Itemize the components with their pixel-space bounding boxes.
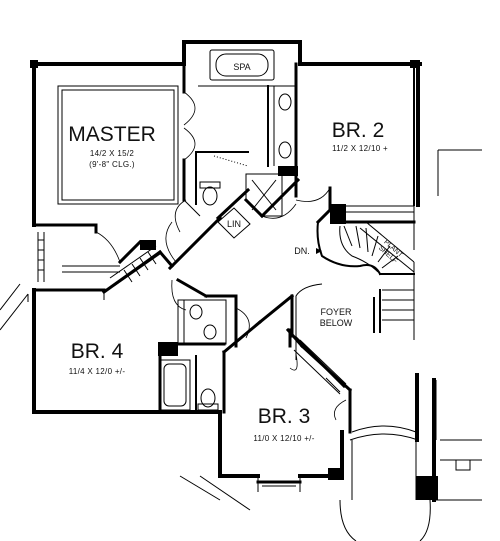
bedroom-4 (32, 231, 175, 300)
foyer-below-label: BELOW (320, 318, 353, 328)
exterior-details (434, 149, 482, 501)
br2-name: BR. 2 (332, 119, 385, 142)
master-bath (195, 49, 301, 239)
main-stairs (295, 220, 415, 360)
br2-size: 11/2 X 12/10 + (332, 144, 388, 153)
down-arrow-icon (316, 248, 322, 254)
wall-corner (416, 476, 438, 500)
entry-arch (339, 425, 431, 541)
foyer-label: FOYER (320, 307, 352, 317)
wall-corner (328, 468, 344, 480)
hall-bath (158, 299, 227, 414)
foyer (285, 294, 353, 434)
hall-walls (165, 199, 295, 414)
br4-name: BR. 4 (71, 340, 124, 363)
master-size: 14/2 X 15/2 (90, 149, 134, 158)
wall-corner (30, 60, 38, 68)
br4-size: 11/4 X 12/0 +/- (69, 367, 126, 376)
spa-label: SPA (233, 62, 250, 72)
master-ceiling: (9'-8" CLG.) (89, 160, 135, 169)
wall-corner (410, 60, 420, 68)
br3-name: BR. 3 (258, 405, 311, 428)
linen-label: LIN (227, 219, 241, 229)
master-name: MASTER (68, 123, 156, 146)
left-exterior-details (0, 283, 251, 511)
exterior-walls (32, 40, 436, 502)
plant-shelf-label: PLANT SHELF (377, 239, 404, 265)
br3-size: 11/0 X 12/10 +/- (253, 434, 314, 443)
master-bedroom (32, 62, 201, 234)
down-label: DN. (294, 246, 310, 256)
bedroom-2 (294, 174, 416, 250)
